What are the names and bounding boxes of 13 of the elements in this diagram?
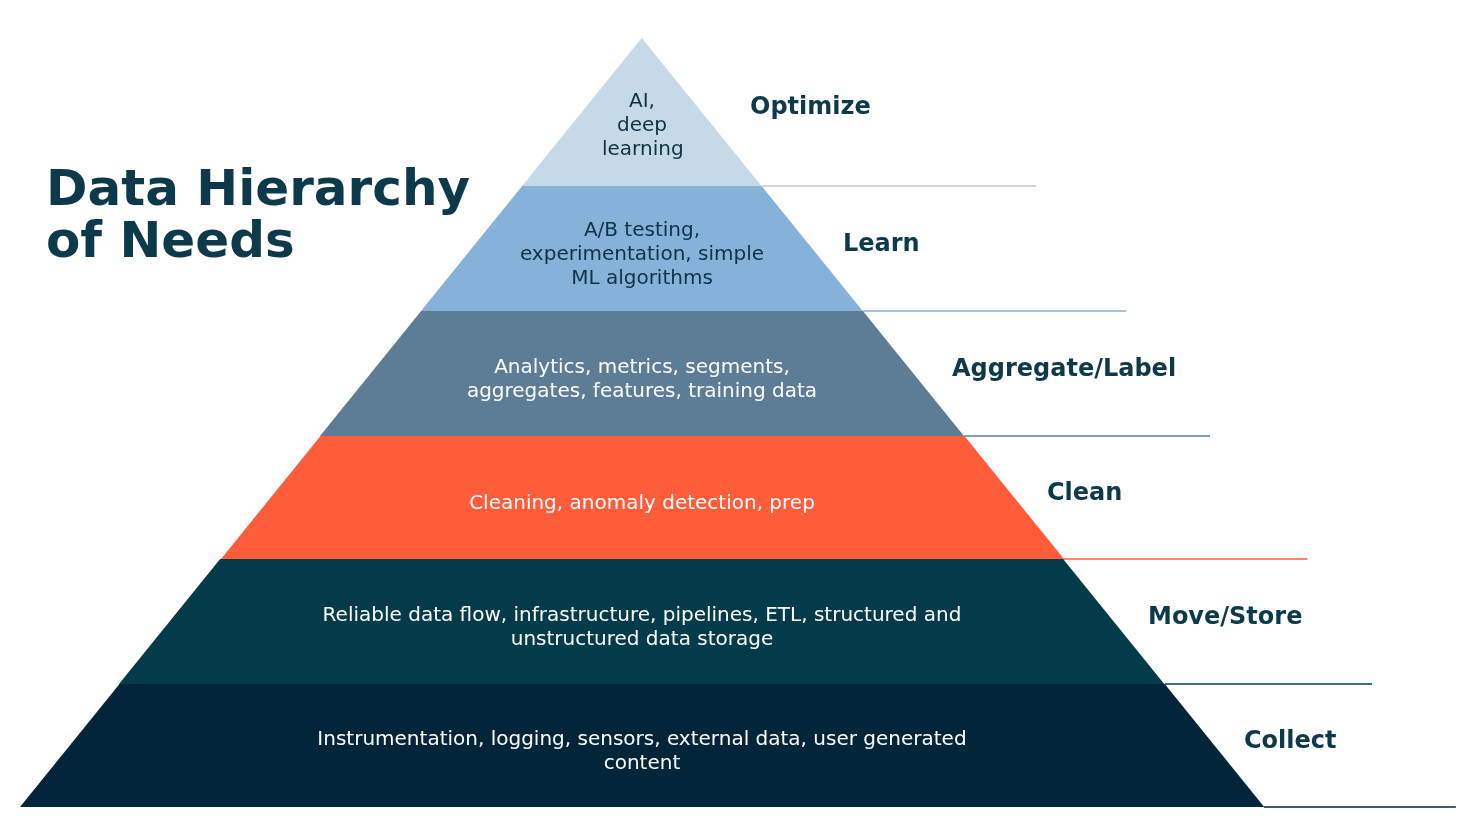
tier-label: Learn [843,228,920,257]
tier-label: Clean [1047,477,1123,506]
tier-label: Aggregate/Label [952,353,1177,382]
tier-text: Cleaning, anomaly detection, prep [468,489,816,514]
tier-label: Optimize [750,92,871,120]
diagram-title: Data Hierarchy of Needs [46,162,472,266]
tier-label: Collect [1244,725,1337,754]
tier-text: AI, deep learning [602,87,682,160]
tier-text: Instrumentation, logging, sensors, external data, user generated content [316,725,968,774]
tier-label: Move/Store [1148,601,1303,630]
tier-text: A/B testing, experimentation, simple ML algorithms [518,216,766,289]
tier-text: Analytics, metrics, segments, aggregates, features, training data [465,353,819,402]
tier-text: Reliable data flow, infrastructure, pipelines, ETL, structured and unstructured data storage [321,601,963,650]
